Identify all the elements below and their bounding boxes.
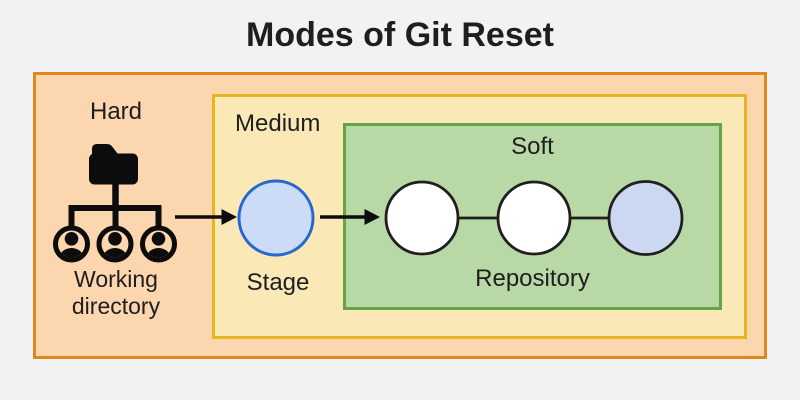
- stage-label: Stage: [246, 269, 310, 296]
- repository-label: Repository: [475, 265, 590, 292]
- soft-zone: Soft Repository: [343, 123, 722, 310]
- working-directory-label: Working directory: [71, 266, 161, 319]
- hard-zone: Hard Working directory Medium Stage Soft…: [33, 72, 767, 359]
- hard-label: Hard: [89, 98, 143, 125]
- soft-label: Soft: [511, 133, 554, 160]
- diagram-title: Modes of Git Reset: [246, 16, 554, 54]
- medium-zone: Medium Stage Soft Repository: [212, 94, 747, 339]
- medium-label: Medium: [235, 110, 321, 137]
